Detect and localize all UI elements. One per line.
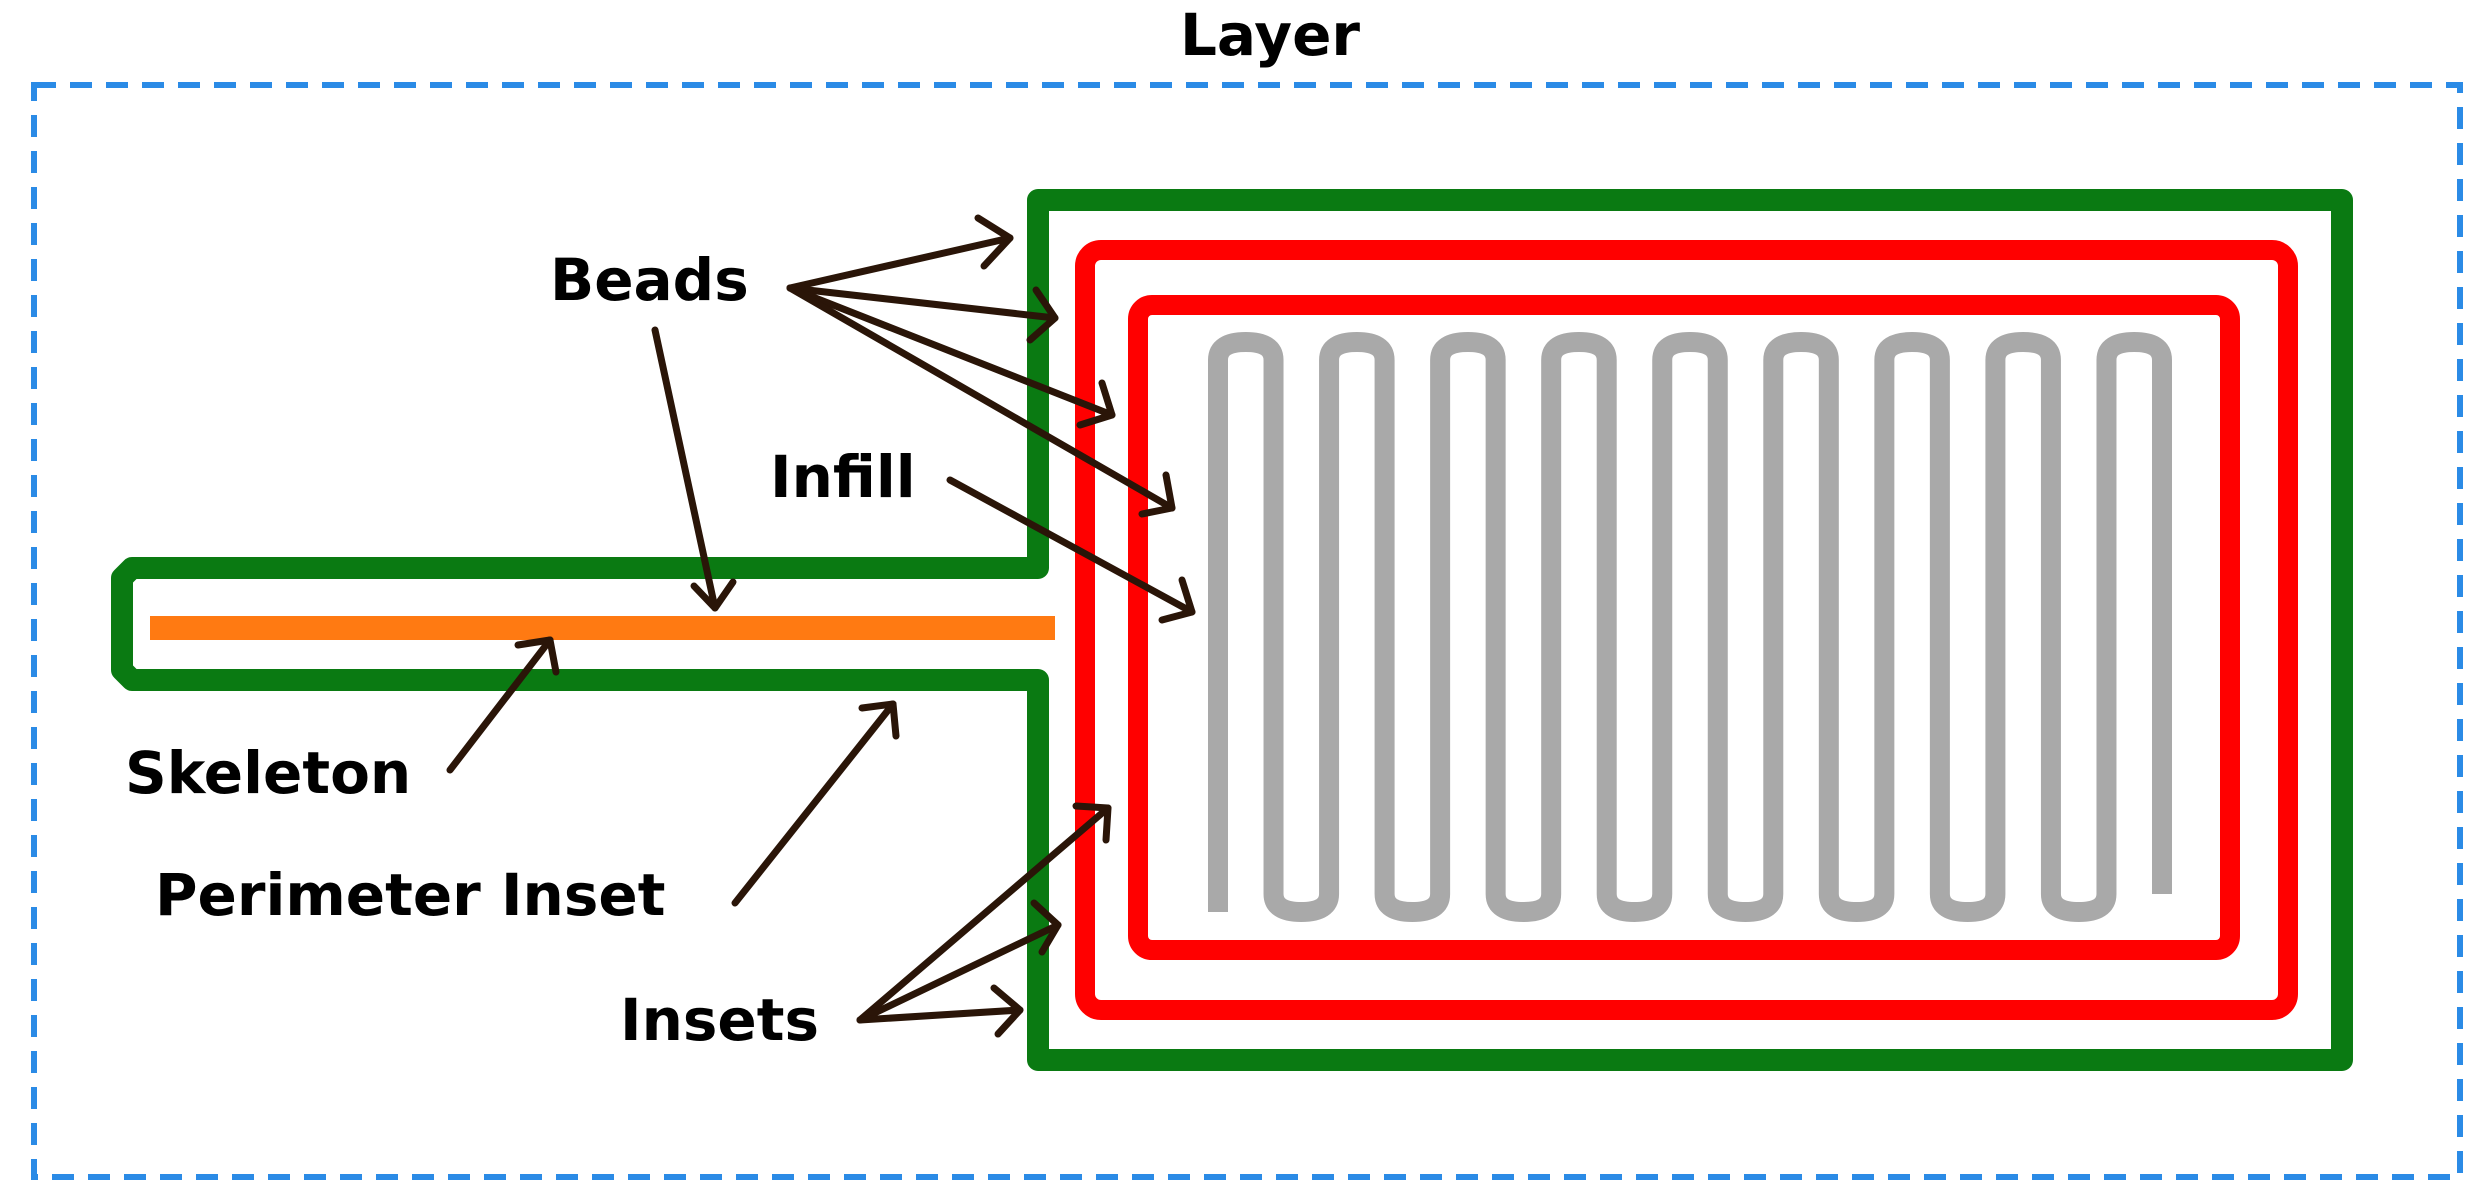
beads-arrow-5: [651, 326, 737, 612]
skeleton-label: Skeleton: [125, 739, 411, 807]
arrows-group: [446, 214, 1196, 1038]
beads-arrow-2: [786, 284, 1059, 344]
infill-arrow: [946, 476, 1196, 624]
layer-title: Layer: [1180, 1, 1360, 69]
inset-outer: [1075, 240, 2298, 1020]
layer-frame: [31, 82, 2463, 1180]
beads-arrow-4: [786, 284, 1176, 518]
perimeter-outline: [111, 189, 2353, 1071]
beads-arrow-1: [786, 214, 1014, 292]
inset-inner: [1128, 295, 2240, 960]
perimeter-inset-arrow: [731, 700, 900, 907]
insets-label: Insets: [620, 986, 819, 1054]
skeleton-arrow: [446, 636, 560, 774]
infill-label: Infill: [770, 443, 916, 511]
insets-arrow-1: [856, 802, 1112, 1024]
infill-path: [1208, 332, 2172, 922]
insets-arrow-2: [856, 899, 1062, 1024]
perimeter-inset-label: Perimeter Inset: [155, 861, 665, 929]
beads-arrow-3: [786, 284, 1116, 429]
insets-arrow-3: [856, 984, 1024, 1038]
beads-label: Beads: [550, 246, 749, 314]
